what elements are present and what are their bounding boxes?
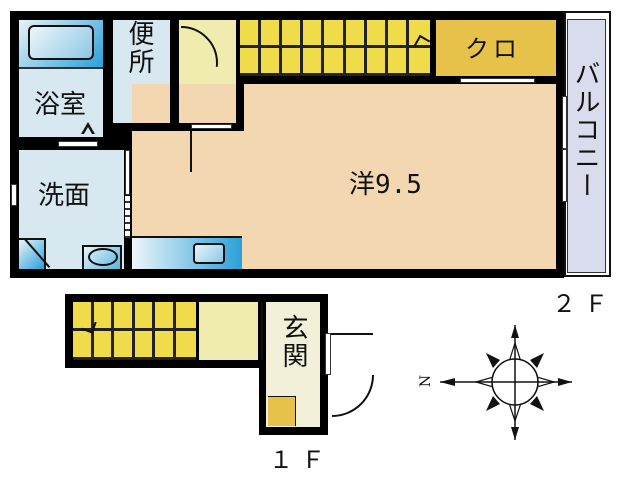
balcony-label: バルコニー — [570, 60, 600, 200]
bath-label: 浴室 — [34, 90, 87, 120]
bath-toilet-wall — [103, 20, 113, 143]
closet-door[interactable] — [460, 78, 535, 83]
toilet-hall-wall — [170, 20, 179, 131]
north-label: N — [418, 374, 435, 388]
toilet-label: 便所 — [124, 20, 154, 76]
bath-divider — [19, 67, 103, 69]
western-room-label: 洋9.5 — [349, 170, 422, 200]
shoe-cabinet — [268, 396, 296, 426]
room-top-wall — [132, 123, 244, 131]
compass: N — [410, 320, 580, 450]
basin-bowl — [88, 248, 118, 266]
door-swing-inner — [84, 127, 92, 134]
stairs-bottom-wall — [236, 76, 556, 84]
washroom-label: 洗面 — [38, 181, 91, 211]
washing-machine-icon — [19, 238, 46, 269]
bath-door[interactable] — [58, 141, 98, 147]
entrance-label: 玄関 — [278, 314, 308, 370]
floor-label-2f: ２Ｆ — [552, 291, 616, 318]
staircase-1f — [73, 302, 196, 360]
bathtub-basin — [28, 25, 94, 60]
landing-divider — [261, 302, 263, 360]
closet-wall — [430, 20, 436, 76]
washroom-door[interactable] — [125, 150, 130, 195]
hall-wall — [236, 76, 244, 131]
room-door[interactable] — [191, 124, 232, 129]
door-leaf — [190, 131, 192, 172]
balcony — [567, 19, 606, 273]
staircase-2f — [240, 20, 430, 76]
washroom-window — [11, 184, 17, 206]
closet-label: クロ — [465, 35, 521, 63]
balcony-door-split — [562, 148, 567, 150]
door-leaf — [331, 333, 373, 335]
closet — [436, 20, 556, 76]
stairs-left-wall — [236, 20, 240, 76]
sliding-door-icon — [125, 196, 130, 238]
compass-rose-icon — [440, 325, 572, 440]
floor-plan-1f: 玄関 １Ｆ — [0, 290, 640, 480]
sink-icon — [193, 243, 225, 264]
entrance-door[interactable] — [325, 333, 331, 375]
floor-plan-2f: 浴室 便所 クロ 洋9.5 洗面 — [10, 11, 611, 318]
floor-label-1f: １Ｆ — [269, 447, 333, 474]
kitchen-counter — [132, 236, 242, 269]
landing — [199, 302, 258, 360]
